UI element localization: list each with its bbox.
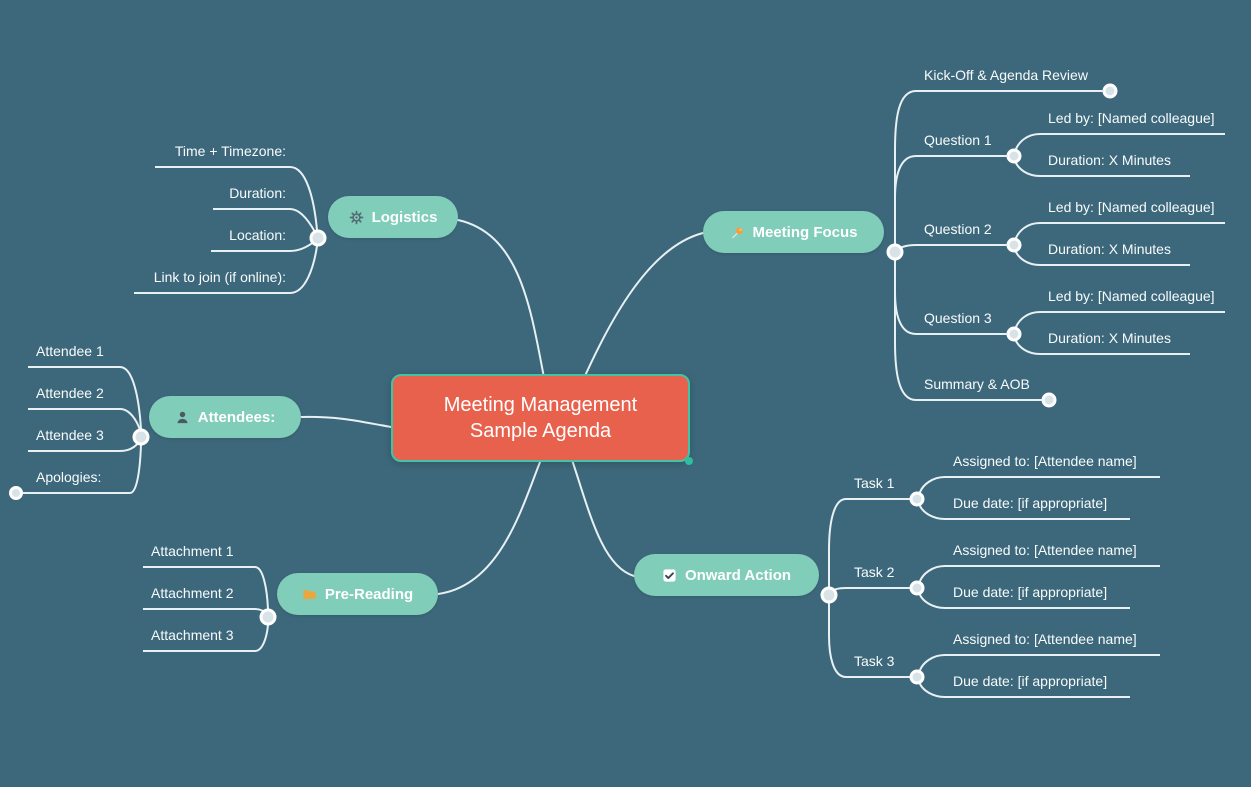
connector-dot-question-3[interactable] <box>1006 326 1022 342</box>
connector-line <box>919 565 946 582</box>
onward-task-3[interactable]: Task 3 <box>846 653 910 678</box>
branch-label-pre-reading: Pre-Reading <box>324 585 414 603</box>
connector-dot-logistics[interactable] <box>309 229 327 247</box>
branch-label-meeting-focus: Meeting Focus <box>752 223 858 241</box>
connector-dot-kickoff[interactable] <box>1102 83 1118 99</box>
connector-dot-task-3[interactable] <box>909 669 925 685</box>
connector-line <box>437 449 546 595</box>
meeting-focus-question-1[interactable]: Question 1 <box>916 132 1008 157</box>
connector-line <box>1015 222 1041 239</box>
connector-line <box>567 447 635 577</box>
connector-dot-meeting-focus[interactable] <box>886 243 904 261</box>
meeting-focus-question-2[interactable]: Question 2 <box>916 221 1008 246</box>
question-1-led-by[interactable]: Led by: [Named colleague] <box>1040 110 1225 135</box>
root-title-line1: Meeting Management <box>443 394 638 416</box>
connector-dot-question-2[interactable] <box>1006 237 1022 253</box>
branch-label-attendees: Attendees: <box>197 408 276 426</box>
connector-line <box>289 208 316 233</box>
task-2-due[interactable]: Due date: [if appropriate] <box>945 584 1130 609</box>
connector-line <box>119 408 141 431</box>
branch-pre-reading[interactable]: Pre-Reading <box>277 573 438 615</box>
connector-line <box>1015 251 1041 266</box>
prereading-item-2[interactable]: Attachment 2 <box>143 585 255 610</box>
connector-line <box>289 166 318 231</box>
branch-label-logistics: Logistics <box>371 208 438 226</box>
connector-line <box>300 415 392 428</box>
connector-line <box>457 219 549 399</box>
attendees-item-3[interactable]: Attendee 3 <box>28 427 120 452</box>
logistics-item-time-timezone[interactable]: Time + Timezone: <box>155 143 290 168</box>
branch-onward-action[interactable]: Onward Action <box>634 554 819 596</box>
connector-line <box>894 90 917 245</box>
meeting-focus-question-3[interactable]: Question 3 <box>916 310 1008 335</box>
question-3-led-by[interactable]: Led by: [Named colleague] <box>1040 288 1225 313</box>
task-2-assigned[interactable]: Assigned to: [Attendee name] <box>945 542 1160 567</box>
task-1-due[interactable]: Due date: [if appropriate] <box>945 495 1130 520</box>
connector-line <box>828 498 847 588</box>
connector-dot-prereading[interactable] <box>259 608 277 626</box>
connector-dot-apologies[interactable] <box>9 486 23 500</box>
prereading-item-1[interactable]: Attachment 1 <box>143 543 255 568</box>
connector-line <box>894 155 917 245</box>
connector-line <box>828 602 847 678</box>
connector-line <box>894 259 917 401</box>
connector-dot-onward-action[interactable] <box>820 586 838 604</box>
connector-line <box>129 444 142 494</box>
root-node-handle[interactable] <box>685 457 693 465</box>
logistics-item-location[interactable]: Location: <box>211 227 290 252</box>
connector-line <box>1015 340 1041 355</box>
branch-label-onward-action: Onward Action <box>684 566 792 584</box>
folder-icon <box>302 586 318 602</box>
attendees-item-1[interactable]: Attendee 1 <box>28 343 120 368</box>
connector-dot-task-2[interactable] <box>909 580 925 596</box>
attendees-item-apologies[interactable]: Apologies: <box>28 469 130 494</box>
onward-task-1[interactable]: Task 1 <box>846 475 910 500</box>
branch-meeting-focus[interactable]: Meeting Focus <box>703 211 884 253</box>
connector-line <box>574 232 704 399</box>
gear-icon <box>349 209 365 225</box>
logistics-item-link[interactable]: Link to join (if online): <box>134 269 290 294</box>
task-1-assigned[interactable]: Assigned to: [Attendee name] <box>945 453 1160 478</box>
connector-dot-task-1[interactable] <box>909 491 925 507</box>
connector-line <box>919 654 946 671</box>
connector-line <box>919 476 946 493</box>
question-3-duration[interactable]: Duration: X Minutes <box>1040 330 1190 355</box>
question-2-led-by[interactable]: Led by: [Named colleague] <box>1040 199 1225 224</box>
question-1-duration[interactable]: Duration: X Minutes <box>1040 152 1190 177</box>
root-node[interactable]: Meeting Management Sample Agenda <box>391 374 690 462</box>
branch-attendees[interactable]: Attendees: <box>149 396 301 438</box>
connector-dot-summary[interactable] <box>1041 392 1057 408</box>
connector-line <box>119 366 142 430</box>
meeting-focus-summary[interactable]: Summary & AOB <box>916 376 1043 401</box>
connector-line <box>254 624 269 652</box>
connector-dot-question-1[interactable] <box>1006 148 1022 164</box>
task-3-assigned[interactable]: Assigned to: [Attendee name] <box>945 631 1160 656</box>
connector-line <box>289 245 318 294</box>
meeting-focus-kickoff[interactable]: Kick-Off & Agenda Review <box>916 67 1104 92</box>
connector-line <box>919 594 946 609</box>
task-3-due[interactable]: Due date: [if appropriate] <box>945 673 1130 698</box>
checkbox-icon <box>662 567 678 583</box>
logistics-item-duration[interactable]: Duration: <box>213 185 290 210</box>
connector-dot-attendees[interactable] <box>132 428 150 446</box>
connector-line <box>1015 311 1041 328</box>
connector-line <box>254 566 269 610</box>
connector-line <box>1015 162 1041 177</box>
question-2-duration[interactable]: Duration: X Minutes <box>1040 241 1190 266</box>
connector-line <box>919 505 946 520</box>
prereading-item-3[interactable]: Attachment 3 <box>143 627 255 652</box>
connector-line <box>894 259 917 335</box>
connector-line <box>1015 133 1041 150</box>
attendees-item-2[interactable]: Attendee 2 <box>28 385 120 410</box>
person-icon <box>175 409 191 425</box>
branch-logistics[interactable]: Logistics <box>328 196 458 238</box>
pushpin-icon <box>729 224 745 240</box>
root-title-line2: Sample Agenda <box>469 420 612 442</box>
onward-task-2[interactable]: Task 2 <box>846 564 910 589</box>
connector-line <box>919 683 946 698</box>
